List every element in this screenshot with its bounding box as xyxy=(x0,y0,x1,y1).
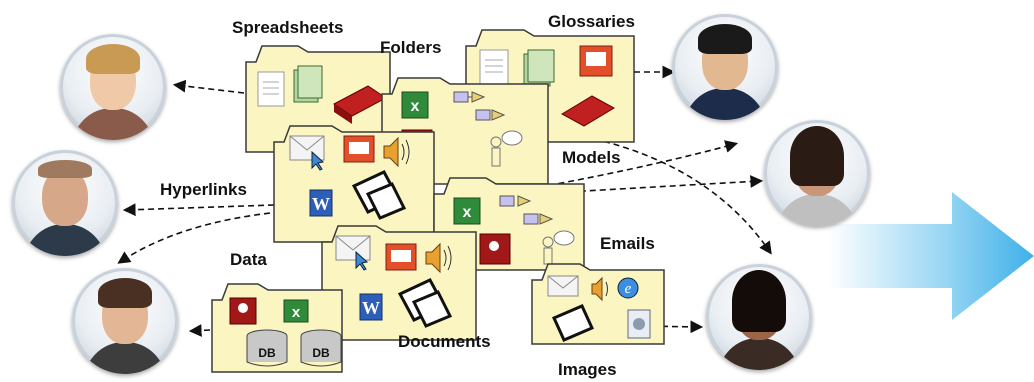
label-data: Data xyxy=(230,250,267,269)
spreadsheets-folder xyxy=(245,45,391,153)
db-label: DB xyxy=(312,346,330,360)
data-folder: x DB DB xyxy=(211,283,343,373)
person-avatar xyxy=(672,14,778,120)
svg-text:W: W xyxy=(362,298,380,318)
svg-text:x: x xyxy=(463,204,472,221)
label-models: Models xyxy=(562,148,621,167)
label-glossaries: Glossaries xyxy=(548,12,635,31)
label-images: Images xyxy=(558,360,617,379)
db-label: DB xyxy=(258,346,276,360)
hyperlinks-folder: W xyxy=(273,125,435,243)
label-spreadsheets: Spreadsheets xyxy=(232,18,344,37)
person-avatar xyxy=(60,34,166,140)
label-folders: Folders xyxy=(380,38,442,57)
person-avatar xyxy=(764,120,870,226)
svg-text:e: e xyxy=(625,281,632,297)
svg-text:W: W xyxy=(312,194,330,214)
documents-folder: W xyxy=(321,225,477,341)
images-folder: e xyxy=(531,263,665,345)
label-emails: Emails xyxy=(600,234,655,253)
svg-text:x: x xyxy=(411,98,420,115)
label-hyperlinks: Hyperlinks xyxy=(160,180,247,199)
person-avatar xyxy=(706,264,812,370)
forward-arrow-icon xyxy=(828,192,1034,320)
svg-text:x: x xyxy=(292,304,301,321)
person-avatar xyxy=(12,150,118,256)
label-documents: Documents xyxy=(398,332,491,351)
person-avatar xyxy=(72,268,178,374)
